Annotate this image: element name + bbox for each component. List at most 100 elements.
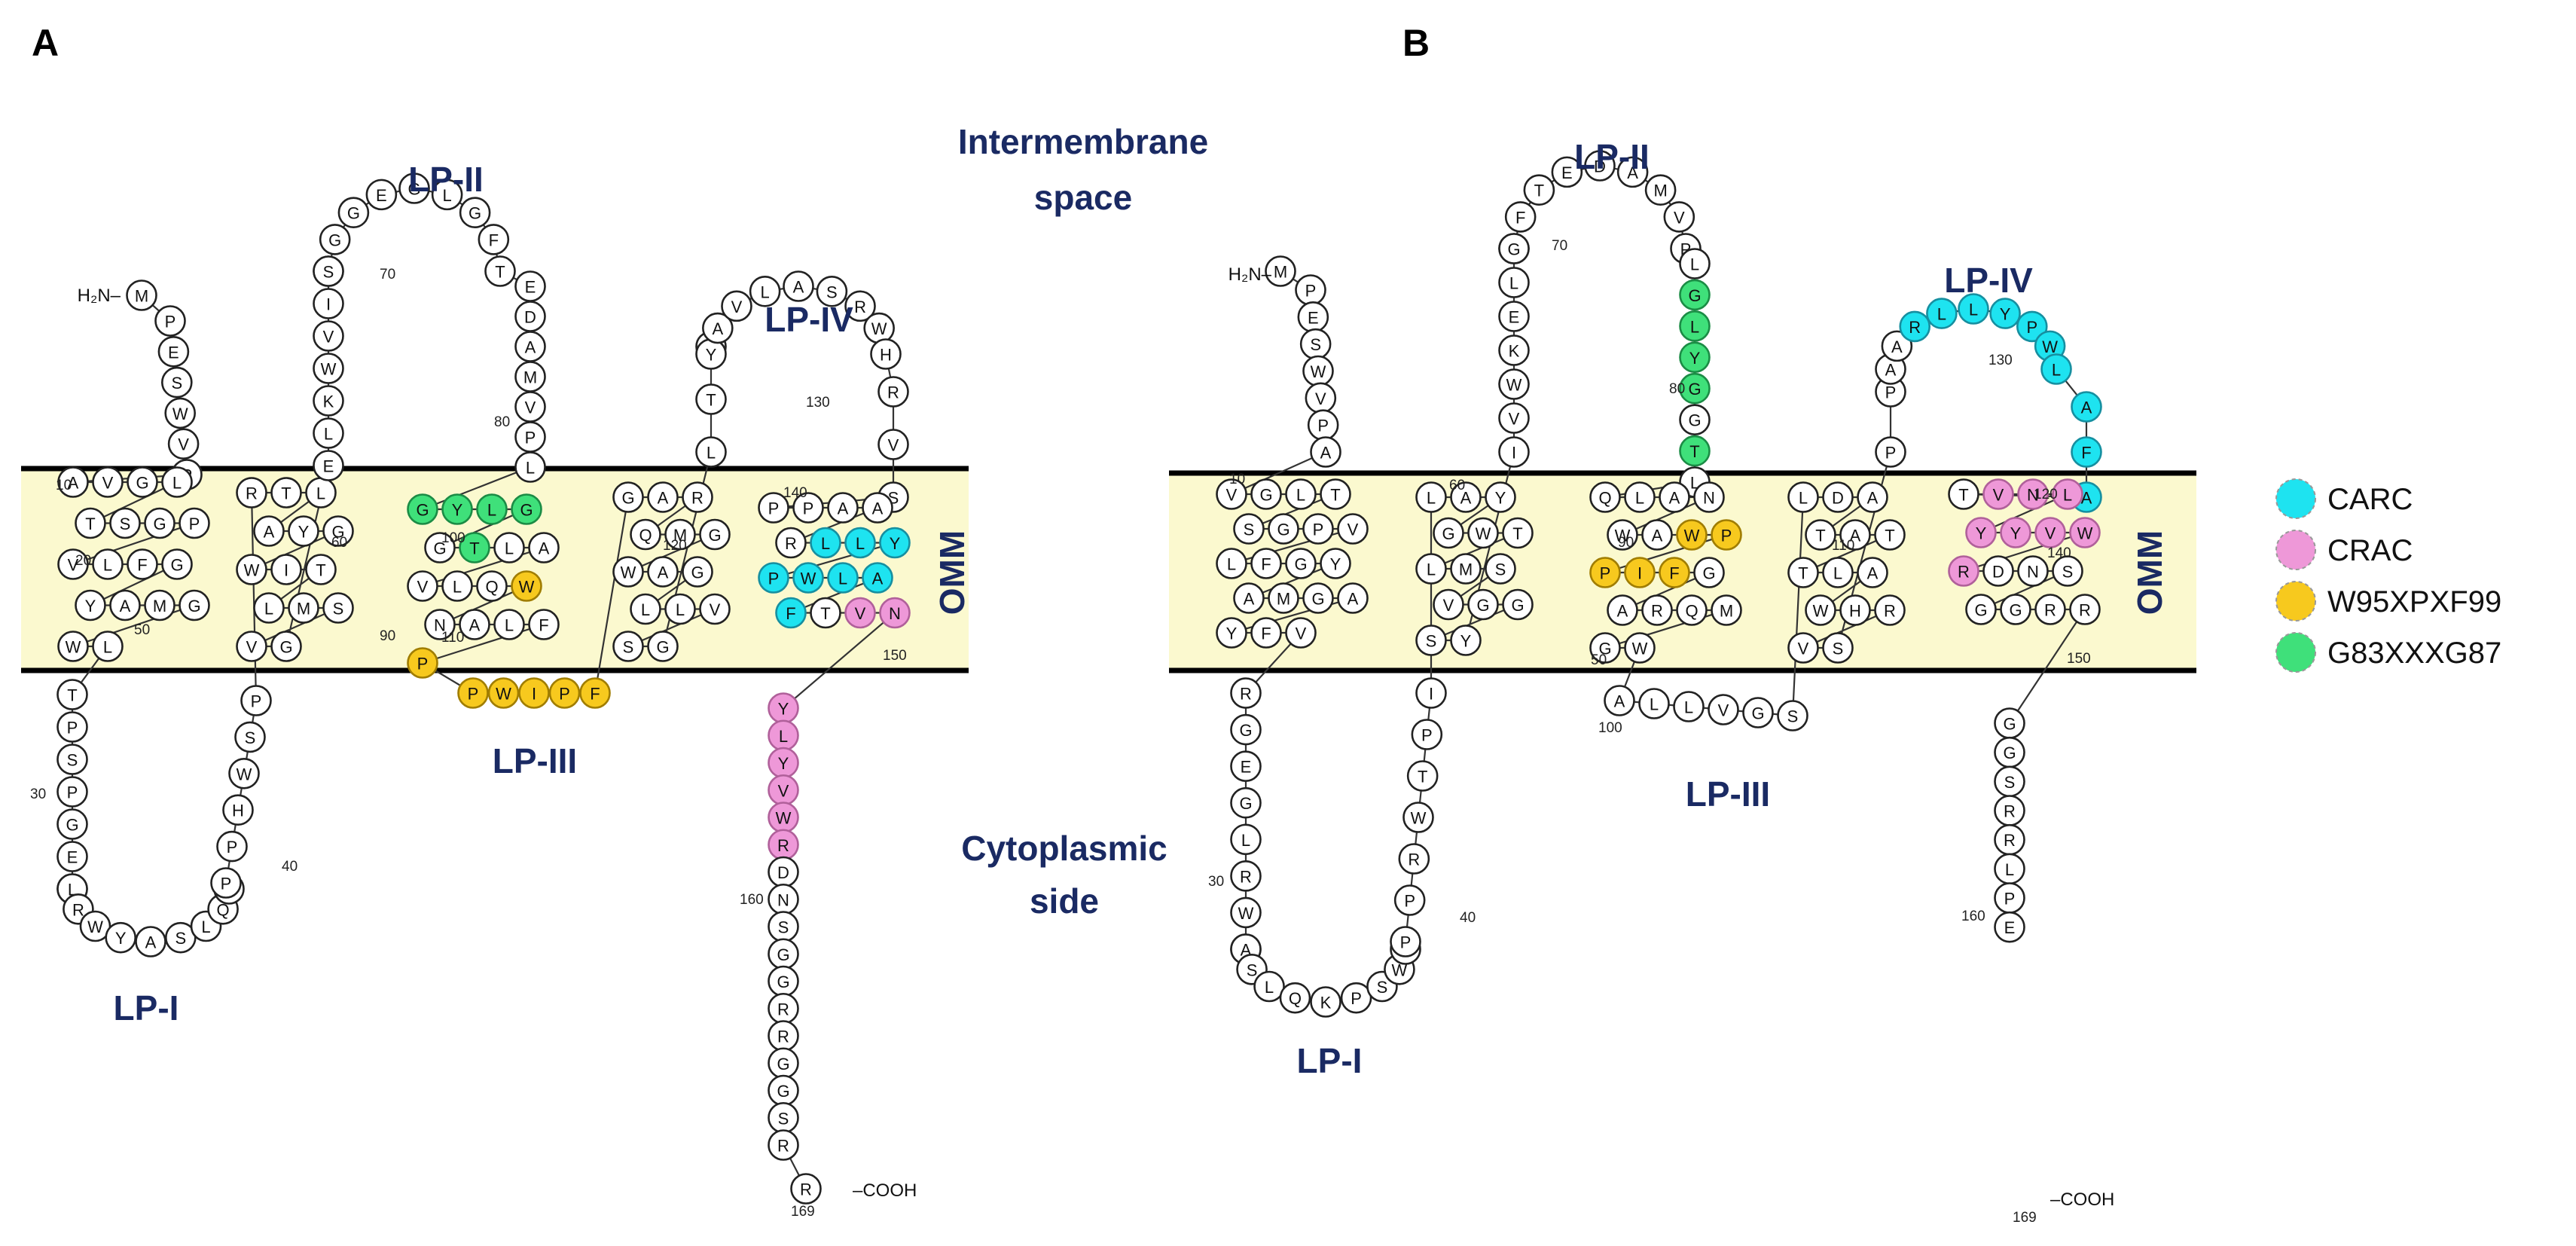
a-residue: Q (476, 570, 508, 602)
a-residue: S (768, 1101, 799, 1134)
b-residue: N (2017, 478, 2049, 510)
a-residue: G (179, 589, 210, 621)
a-residue: G (682, 556, 713, 588)
svg-text:A: A (793, 278, 804, 297)
b-residue: W (2069, 517, 2101, 548)
a-residue: E (56, 841, 88, 872)
b-residue: I (1624, 557, 1656, 588)
a-residue: V (236, 631, 267, 662)
a-residue: S (322, 592, 354, 624)
svg-text:L: L (487, 501, 496, 520)
a-residue: N (768, 883, 799, 915)
b-residue: P (1393, 884, 1426, 916)
a-residue: G (319, 224, 351, 255)
a-residue: G (647, 631, 679, 662)
svg-text:P: P (2026, 318, 2037, 337)
b-residue: R (1994, 795, 2025, 826)
b-residue: T (1320, 478, 1351, 510)
svg-text:S: S (67, 751, 78, 770)
a-residue: P (758, 562, 789, 594)
b-residue: S (1777, 700, 1808, 731)
b-residue: S (1485, 553, 1516, 585)
svg-text:A: A (1627, 163, 1638, 182)
svg-text:S: S (323, 263, 334, 282)
b-residue: E (1994, 911, 2025, 943)
svg-text:M: M (673, 526, 687, 545)
svg-text:G: G (279, 638, 292, 657)
svg-text:W: W (1392, 960, 1408, 979)
b-residue: Y (1989, 298, 2021, 329)
a-residue: T (484, 255, 516, 287)
b-residue: V (1285, 617, 1317, 649)
svg-text:Y: Y (1330, 555, 1341, 574)
svg-text:N: N (434, 616, 446, 635)
b-residue: V (1216, 478, 1247, 510)
a-residue: F (478, 224, 510, 255)
svg-text:V: V (178, 435, 189, 454)
svg-text:L: L (838, 570, 847, 588)
a-residue: T (810, 597, 841, 629)
b-residue: W (1607, 519, 1638, 551)
b-residue: M (1711, 594, 1742, 626)
svg-text:E: E (1509, 308, 1520, 327)
b-residue: M (1265, 255, 1296, 287)
svg-text:Q: Q (217, 900, 230, 919)
b-residue: D (1822, 481, 1854, 513)
b-residue: A (1337, 582, 1369, 614)
svg-text:G: G (1974, 601, 1987, 620)
svg-text:V: V (1443, 596, 1454, 615)
a-residue: L (749, 276, 781, 307)
svg-text:G: G (407, 180, 420, 199)
legend-swatch (2275, 581, 2316, 621)
a-residue: S (816, 276, 848, 307)
a-residue: A (135, 926, 166, 957)
svg-text:G: G (347, 204, 360, 223)
svg-text:A: A (2081, 489, 2092, 508)
svg-text:S: S (826, 282, 838, 301)
b-residue: G (1268, 513, 1299, 545)
svg-text:F: F (1669, 564, 1679, 583)
b-residue: T (1874, 519, 1906, 551)
a-residue: V (768, 774, 799, 806)
b-residue: R (1994, 823, 2025, 856)
svg-text:R: R (800, 1180, 812, 1199)
svg-text:R: R (691, 489, 704, 508)
svg-text:A: A (2081, 399, 2092, 417)
svg-text:L: L (1241, 831, 1250, 850)
a-residue: H (870, 338, 902, 370)
svg-text:K: K (1320, 994, 1332, 1012)
svg-text:L: L (505, 539, 514, 558)
svg-text:Y: Y (1495, 489, 1506, 508)
a-residue: R (768, 992, 799, 1025)
b-residue: Y (1965, 517, 1997, 548)
svg-text:G: G (2009, 601, 2022, 620)
svg-text:N: N (889, 604, 901, 623)
svg-text:A: A (658, 489, 669, 508)
b-residue: T (1787, 557, 1819, 588)
svg-text:I: I (1512, 444, 1516, 463)
a-residue: G (56, 808, 88, 840)
svg-text:P: P (1305, 282, 1317, 301)
svg-text:S: S (120, 515, 131, 533)
svg-text:W: W (66, 638, 81, 657)
a-residue: A (783, 270, 814, 302)
svg-text:W: W (871, 319, 887, 338)
svg-text:G: G (1507, 240, 1520, 259)
svg-text:E: E (525, 278, 536, 297)
svg-text:L: L (1690, 255, 1699, 274)
svg-text:T: T (820, 604, 830, 623)
svg-text:L: L (1635, 489, 1644, 508)
b-residue: A (1875, 353, 1906, 385)
a-residue: D (514, 301, 546, 332)
a-residue: W (236, 554, 267, 585)
svg-text:L: L (2005, 860, 2014, 879)
b-omm-label: OMM (2130, 530, 2169, 615)
svg-text:T: T (706, 391, 716, 410)
b-residue: G (1679, 279, 1711, 311)
svg-text:V: V (246, 638, 258, 657)
a-residue: W (79, 910, 111, 942)
a-residue: Y (768, 692, 799, 724)
a-lp3-label: LP-III (493, 741, 577, 780)
a-lp1-label: LP-I (114, 988, 179, 1028)
b-position-number: 120 (2034, 487, 2058, 502)
